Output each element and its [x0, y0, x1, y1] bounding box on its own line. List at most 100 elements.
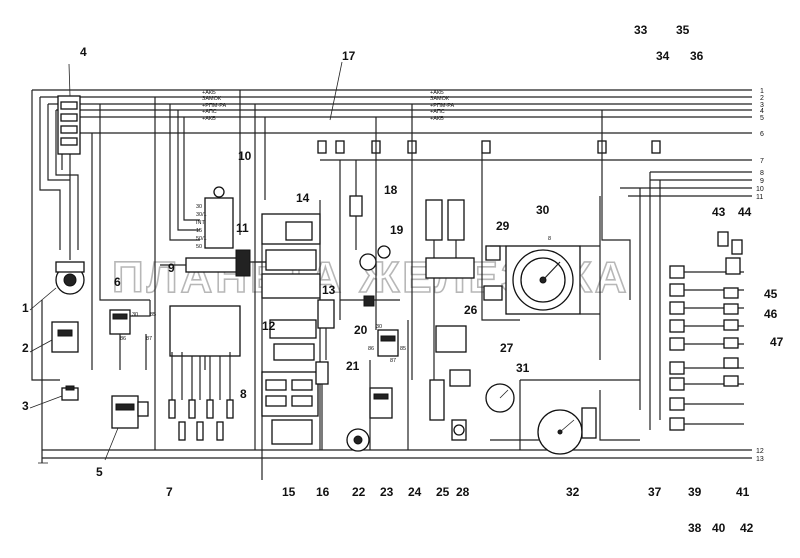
fuse-16 — [315, 361, 329, 450]
svg-text:3: 3 — [760, 102, 764, 109]
gauge-31 — [485, 383, 515, 413]
callout-10: 10 — [238, 149, 252, 163]
svg-text:9: 9 — [760, 178, 764, 185]
callout-11: 11 — [236, 221, 249, 235]
callout-7: 7 — [166, 485, 173, 499]
battery-2 — [29, 321, 79, 353]
fuse-block-15 — [261, 371, 319, 445]
callout-44: 44 — [738, 205, 752, 219]
spark-plug — [226, 399, 234, 419]
callout-38: 38 — [688, 521, 702, 535]
svg-text:13: 13 — [756, 456, 764, 463]
callout-1: 1 — [22, 301, 29, 315]
callout-46: 46 — [764, 307, 778, 321]
svg-text:+AКБ: +AКБ — [430, 90, 444, 96]
speedometer-32 — [537, 407, 597, 455]
relay-6: 30 86 87 85 — [109, 300, 156, 370]
callout-41: 41 — [736, 485, 750, 499]
component-18 — [349, 160, 363, 250]
svg-text:85: 85 — [400, 346, 406, 352]
callout-39: 39 — [688, 485, 702, 499]
component-14 — [261, 200, 321, 480]
svg-text:30: 30 — [376, 324, 382, 330]
motor-28 — [451, 419, 467, 441]
callout-17: 17 — [342, 49, 356, 63]
bulbs-46-48 — [723, 287, 739, 387]
ignition-switch-10: 30 30/1 INT 15 50/1 50 — [196, 186, 234, 250]
bus-tags-left: +AКБ ЗАМОК +РПМ-РА +АПС +АКБ — [202, 90, 227, 122]
callout-31: 31 — [516, 361, 530, 375]
component-19 — [359, 245, 391, 271]
ignition-coil-9-11 — [160, 249, 270, 277]
callout-5: 5 — [96, 465, 103, 479]
callout-23: 23 — [380, 485, 394, 499]
spark-plug — [188, 399, 196, 419]
callout-8: 8 — [240, 387, 247, 401]
bus-number-labels: 1 2 3 4 5 6 7 8 9 10 11 12 13 — [756, 88, 764, 463]
callout-43: 43 — [712, 205, 726, 219]
callout-45: 45 — [764, 287, 778, 301]
fuse-block-4 — [57, 63, 81, 155]
svg-text:ЗАМОК: ЗАМОК — [202, 96, 222, 102]
callout-24: 24 — [408, 485, 422, 499]
component-43-45 — [717, 231, 743, 275]
svg-text:6: 6 — [760, 131, 764, 138]
callout-48: 48 — [0, 0, 14, 3]
callout-35: 35 — [676, 23, 690, 37]
bus-lines-top — [32, 89, 752, 197]
spark-plug — [178, 421, 186, 441]
callout-30: 30 — [536, 203, 550, 217]
svg-text:+РПМ-РА: +РПМ-РА — [430, 103, 455, 109]
component-25 — [425, 199, 465, 421]
component-27 — [449, 369, 471, 387]
spark-plug — [206, 399, 214, 419]
svg-text:+РПМ-РА: +РПМ-РА — [202, 103, 227, 109]
callout-2: 2 — [22, 341, 29, 355]
callout-27: 27 — [500, 341, 514, 355]
callout-34: 34 — [656, 49, 670, 63]
callout-9: 9 — [168, 261, 175, 275]
svg-text:30: 30 — [132, 312, 138, 318]
svg-text:86: 86 — [368, 346, 374, 352]
svg-text:10: 10 — [756, 186, 764, 193]
svg-text:7: 7 — [760, 158, 764, 165]
callout-4: 4 — [80, 45, 87, 59]
middle-wiring — [339, 104, 640, 450]
component-29 — [481, 153, 520, 321]
lamp-13 — [317, 299, 335, 360]
starter-5 — [104, 395, 149, 461]
svg-text:87: 87 — [146, 336, 152, 342]
callout-14: 14 — [296, 191, 310, 205]
callout-28: 28 — [456, 485, 470, 499]
bus-tags-right: +AКБ ЗАМОК +РПМ-РА +АПС +АКБ — [430, 90, 455, 122]
callout-32: 32 — [566, 485, 580, 499]
switch-26 — [425, 257, 475, 353]
distributor-8 — [169, 305, 241, 370]
svg-text:+AКБ: +AКБ — [202, 90, 216, 96]
spark-plug — [196, 421, 204, 441]
svg-text:+АКБ: +АКБ — [202, 116, 216, 122]
callout-47: 47 — [770, 335, 784, 349]
svg-text:+АКБ: +АКБ — [430, 116, 444, 122]
instrument-cluster-30: 8 — [490, 236, 600, 315]
callout-37: 37 — [648, 485, 662, 499]
svg-text:50: 50 — [196, 244, 202, 250]
spark-plug — [216, 421, 224, 441]
callout-33: 33 — [634, 23, 648, 37]
switch-12 — [269, 319, 317, 361]
svg-text:85: 85 — [150, 312, 156, 318]
svg-text:30: 30 — [196, 204, 202, 210]
component-3 — [29, 385, 79, 409]
svg-text:INT: INT — [196, 220, 206, 226]
callout-16: 16 — [316, 485, 330, 499]
callout-19: 19 — [390, 223, 404, 237]
callout-18: 18 — [384, 183, 398, 197]
callout-26: 26 — [464, 303, 478, 317]
svg-text:30/1: 30/1 — [196, 212, 207, 218]
svg-text:2: 2 — [760, 95, 764, 102]
callout-12: 12 — [262, 319, 276, 333]
generator-1 — [29, 261, 85, 311]
horn-22 — [346, 428, 370, 452]
callout-3: 3 — [22, 399, 29, 413]
